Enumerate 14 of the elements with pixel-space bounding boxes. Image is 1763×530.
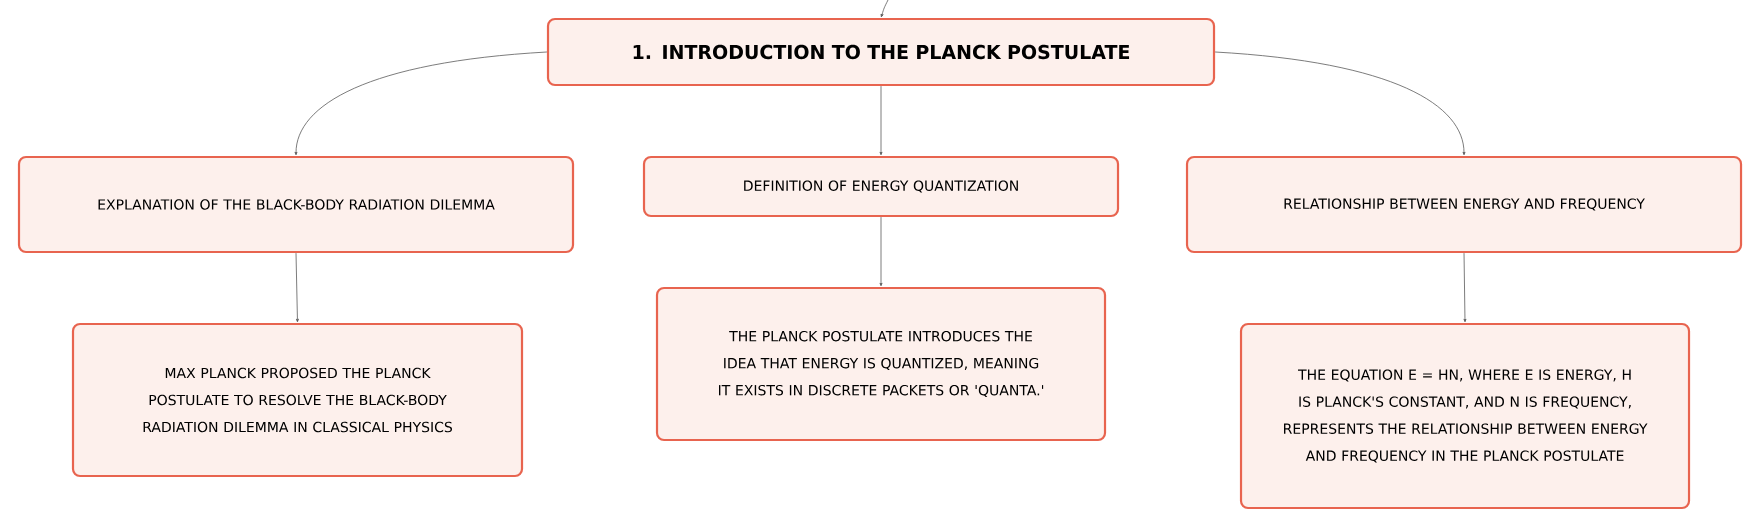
arrow xyxy=(879,216,883,287)
title-box: 1. INTRODUCTION TO THE PLANCK POSTULATE xyxy=(546,17,1216,87)
topic-box: THE PLANCK POSTULATE INTRODUCES THE IDEA THAT ENERGY IS QUANTIZED, MEANING IT EXISTS IN DISCRETE PACKETS OR 'QUANTA.' xyxy=(655,286,1107,442)
arrow xyxy=(294,51,548,156)
topic-box: RELATIONSHIP BETWEEN ENERGY AND FREQUENCY xyxy=(1185,155,1743,254)
arrow xyxy=(1214,51,1466,156)
topic-box: MAX PLANCK PROPOSED THE PLANCK POSTULATE TO RESOLVE THE BLACK-BODY RADIATION DILEMMA IN CLASSICAL PHYSICS xyxy=(71,322,524,478)
arrow xyxy=(1463,252,1467,323)
topic-box: DEFINITION OF ENERGY QUANTIZATION xyxy=(642,155,1120,218)
arrow xyxy=(295,252,299,323)
topic-box: EXPLANATION OF THE BLACK-BODY RADIATION DILEMMA xyxy=(17,155,575,254)
arrow xyxy=(879,85,883,156)
topic-box: THE EQUATION E = HΝ, WHERE E IS ENERGY, H IS PLANCK'S CONSTANT, AND Ν IS FREQUENCY, REPRESENTS THE RELATIONSHIP BETWEEN ENERGY AND FREQUENCY IN THE PLANCK POSTULATE xyxy=(1239,322,1691,510)
arrow xyxy=(880,0,889,18)
